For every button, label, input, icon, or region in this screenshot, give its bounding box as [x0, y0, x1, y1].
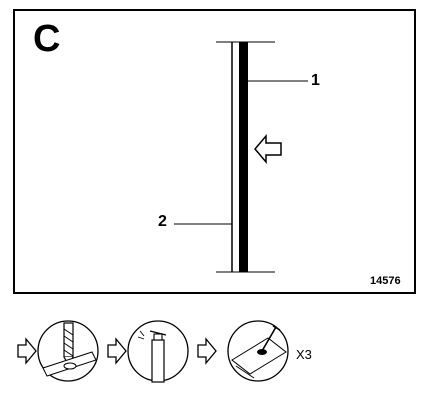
spray-can-icon — [127, 320, 189, 383]
drill-bit-icon — [37, 320, 99, 382]
diagram-frame — [13, 9, 416, 294]
step-arrow-icon — [17, 337, 37, 365]
callout-label-1: 1 — [311, 72, 320, 89]
direction-arrow-icon — [254, 133, 282, 165]
bolt-fastening-icon — [227, 320, 289, 382]
thick-layer — [239, 42, 248, 272]
step-arrow-icon — [107, 337, 127, 365]
step-arrow-icon — [197, 337, 217, 365]
figure-reference-number: 14576 — [370, 275, 401, 287]
repeat-count: X3 — [296, 347, 312, 362]
callout-label-2: 2 — [158, 213, 167, 230]
panel-letter: C — [33, 18, 61, 60]
